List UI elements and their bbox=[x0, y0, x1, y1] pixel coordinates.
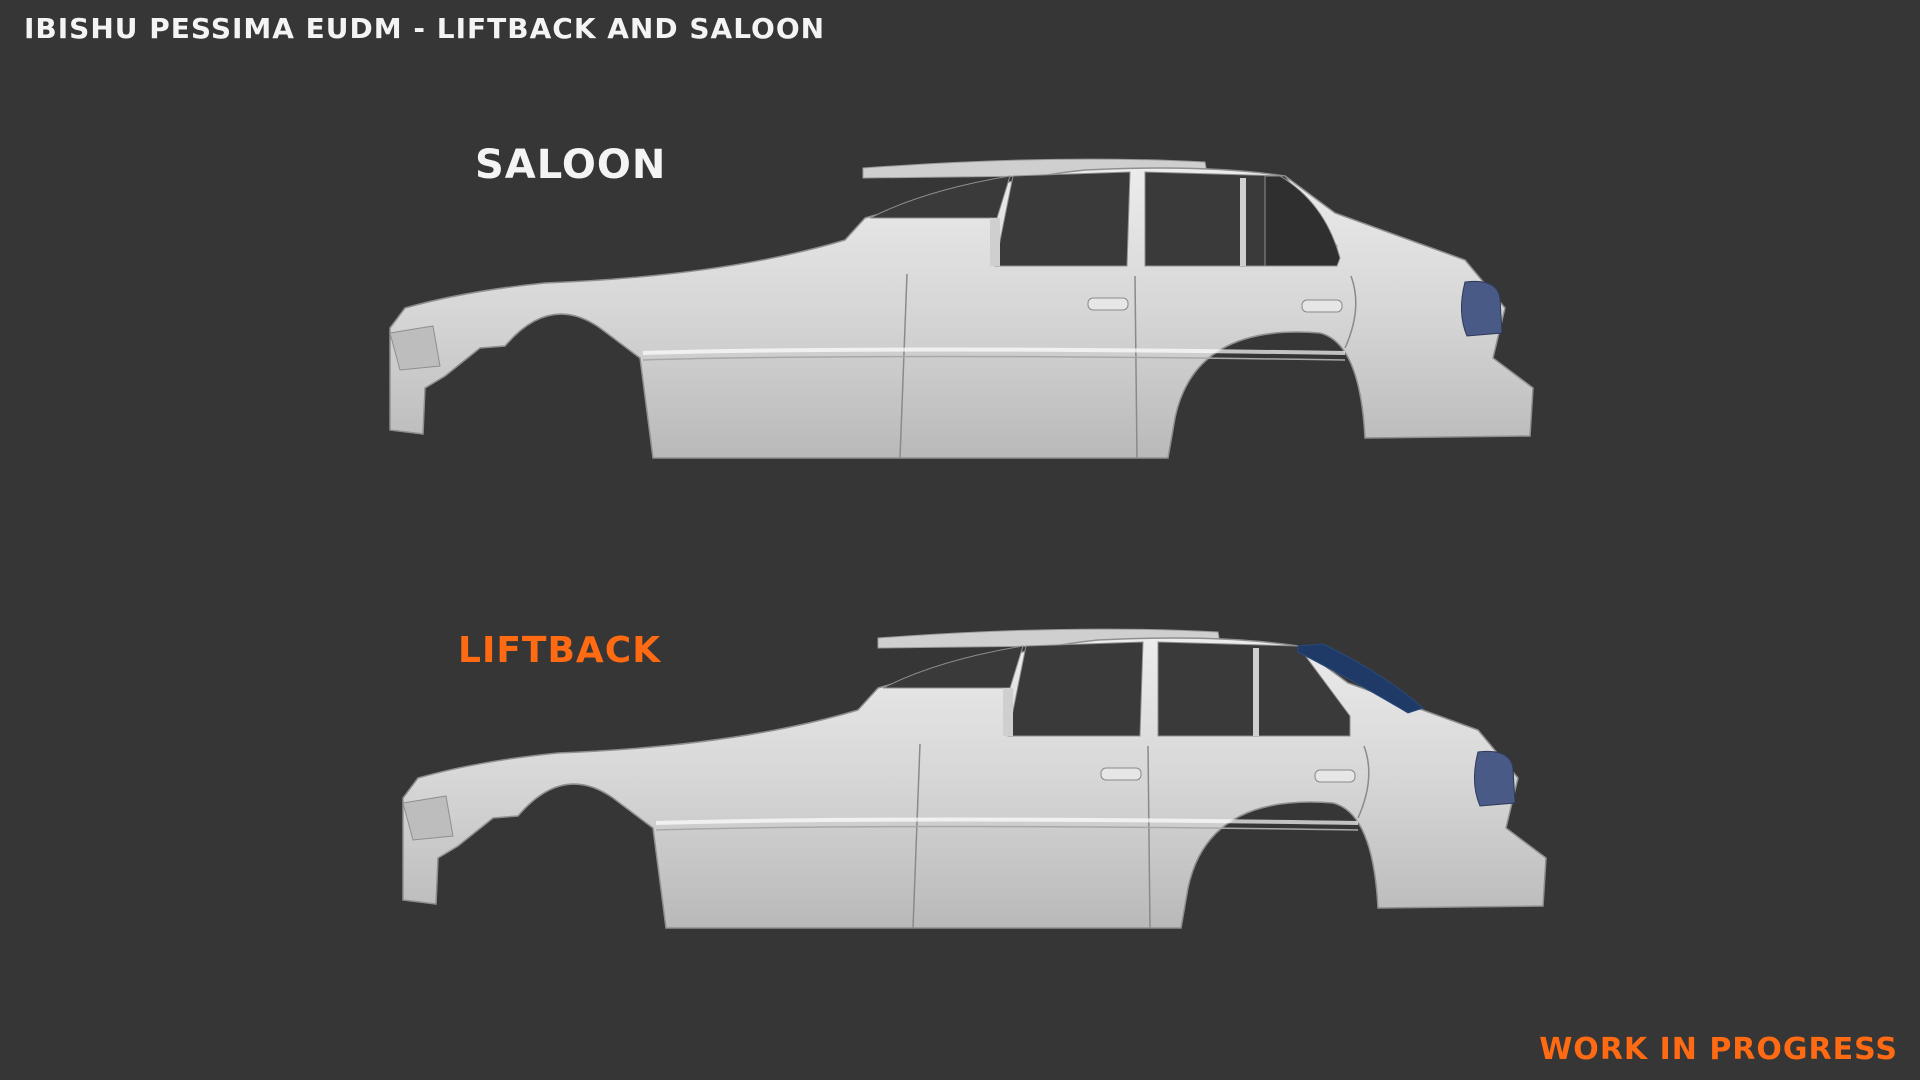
liftback-car-render bbox=[402, 628, 1547, 929]
saloon-car-render bbox=[389, 158, 1534, 459]
saloon-label: SALOON bbox=[475, 142, 667, 188]
liftback-body bbox=[402, 628, 1547, 929]
work-in-progress-label: WORK IN PROGRESS bbox=[1539, 1032, 1898, 1067]
saloon-body bbox=[389, 158, 1534, 459]
page-title: IBISHU PESSIMA EUDM - LIFTBACK AND SALOO… bbox=[24, 12, 826, 45]
liftback-label: LIFTBACK bbox=[458, 630, 662, 671]
